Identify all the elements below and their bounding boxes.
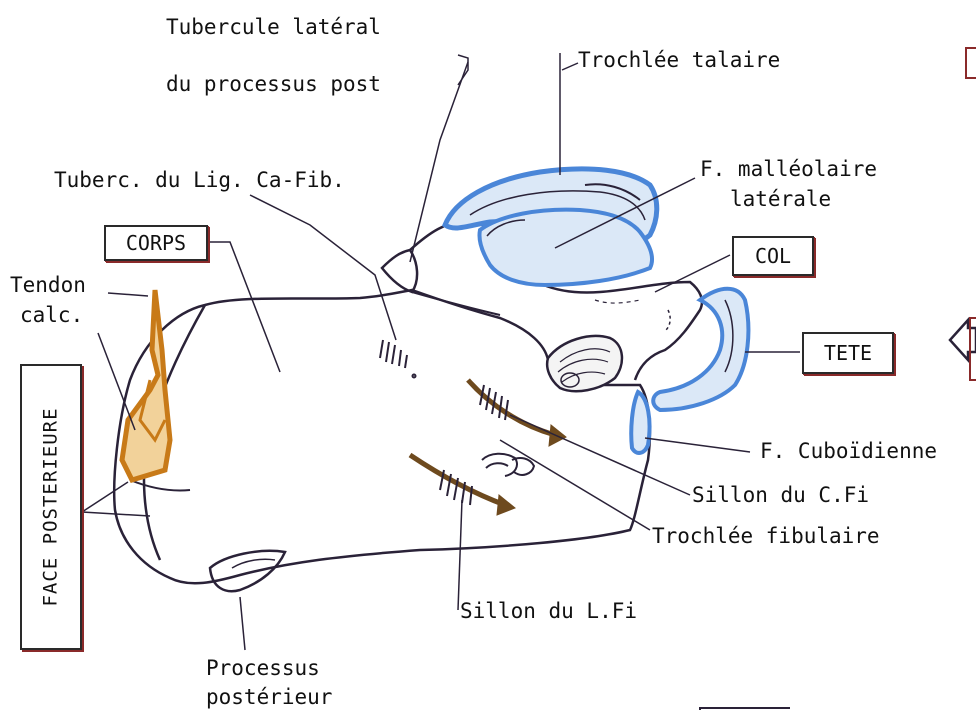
label-tubercule-lateral-line1: Tubercule latéral xyxy=(166,14,381,40)
label-face-posterieure: FACE POSTERIEURE xyxy=(40,407,62,606)
label-sillon-cfi: Sillon du C.Fi xyxy=(692,482,869,508)
label-f-cuboidienne: F. Cuboïdienne xyxy=(760,438,937,464)
leader-lines xyxy=(82,53,800,650)
label-processus-line1: Processus xyxy=(206,655,320,681)
fibular-trochlea-marks xyxy=(440,385,534,505)
label-f-malleolaire-line2: latérale xyxy=(730,186,831,212)
sustentaculum xyxy=(547,336,622,391)
label-processus-line2: postérieur xyxy=(206,684,332,710)
label-f-malleolaire-line1: F. malléolaire xyxy=(700,156,877,182)
label-sillon-lfi: Sillon du L.Fi xyxy=(460,598,637,624)
label-corps-box: CORPS xyxy=(104,225,208,261)
calcaneus-body-outline xyxy=(114,290,650,583)
tete-arrow-icon xyxy=(950,320,976,360)
label-col-box: COL xyxy=(732,236,814,276)
label-tendon-line1: Tendon xyxy=(10,272,86,298)
label-tendon-line2: calc. xyxy=(20,302,83,328)
label-trochlee-talaire: Trochlée talaire xyxy=(578,47,780,73)
label-trochlee-fibulaire: Trochlée fibulaire xyxy=(652,523,880,549)
partial-box-top-right xyxy=(966,48,976,78)
label-tete-box: TETE xyxy=(802,332,894,374)
cuboid-facet xyxy=(631,392,649,453)
label-tubercule-lateral-line2: du processus post xyxy=(166,71,381,97)
malleolar-facet xyxy=(479,210,651,285)
label-tuberc-lig-ca-fib: Tuberc. du Lig. Ca-Fib. xyxy=(54,167,345,193)
posterior-process xyxy=(210,551,285,591)
label-face-posterieure-box: FACE POSTERIEURE xyxy=(20,364,82,650)
ligament-tubercle-marks xyxy=(380,340,416,378)
